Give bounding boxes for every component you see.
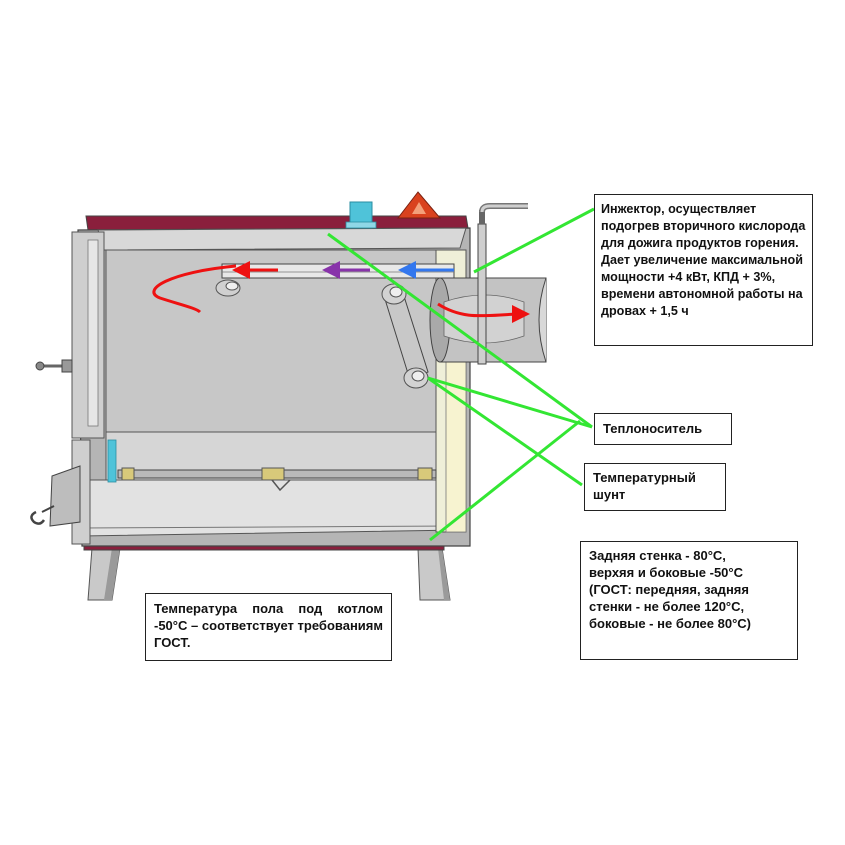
floor-temperature-callout: Температура пола под котлом -50°С – соот…	[145, 593, 392, 661]
door-handle	[35, 359, 73, 373]
safety-valve	[396, 191, 442, 219]
coolant-callout: Теплоноситель	[594, 413, 732, 445]
exhaust-arrow	[437, 302, 530, 324]
temperature-shunt	[381, 283, 429, 389]
shunt-callout: Температурный шунт	[584, 463, 726, 511]
top-connector	[345, 201, 377, 229]
injector-callout: Инжектор, осуществляет подогрев вторично…	[594, 194, 813, 346]
chimney-flue	[429, 203, 547, 365]
cyan-bar	[107, 439, 117, 483]
grate-rail	[117, 467, 437, 492]
back-wall-callout: Задняя стенка - 80°С, верхяя и боковые -…	[580, 541, 798, 660]
ash-door-handle	[30, 465, 81, 527]
leader-lines	[327, 207, 595, 542]
flame-arrow	[152, 264, 237, 314]
boiler-legs	[87, 547, 451, 601]
